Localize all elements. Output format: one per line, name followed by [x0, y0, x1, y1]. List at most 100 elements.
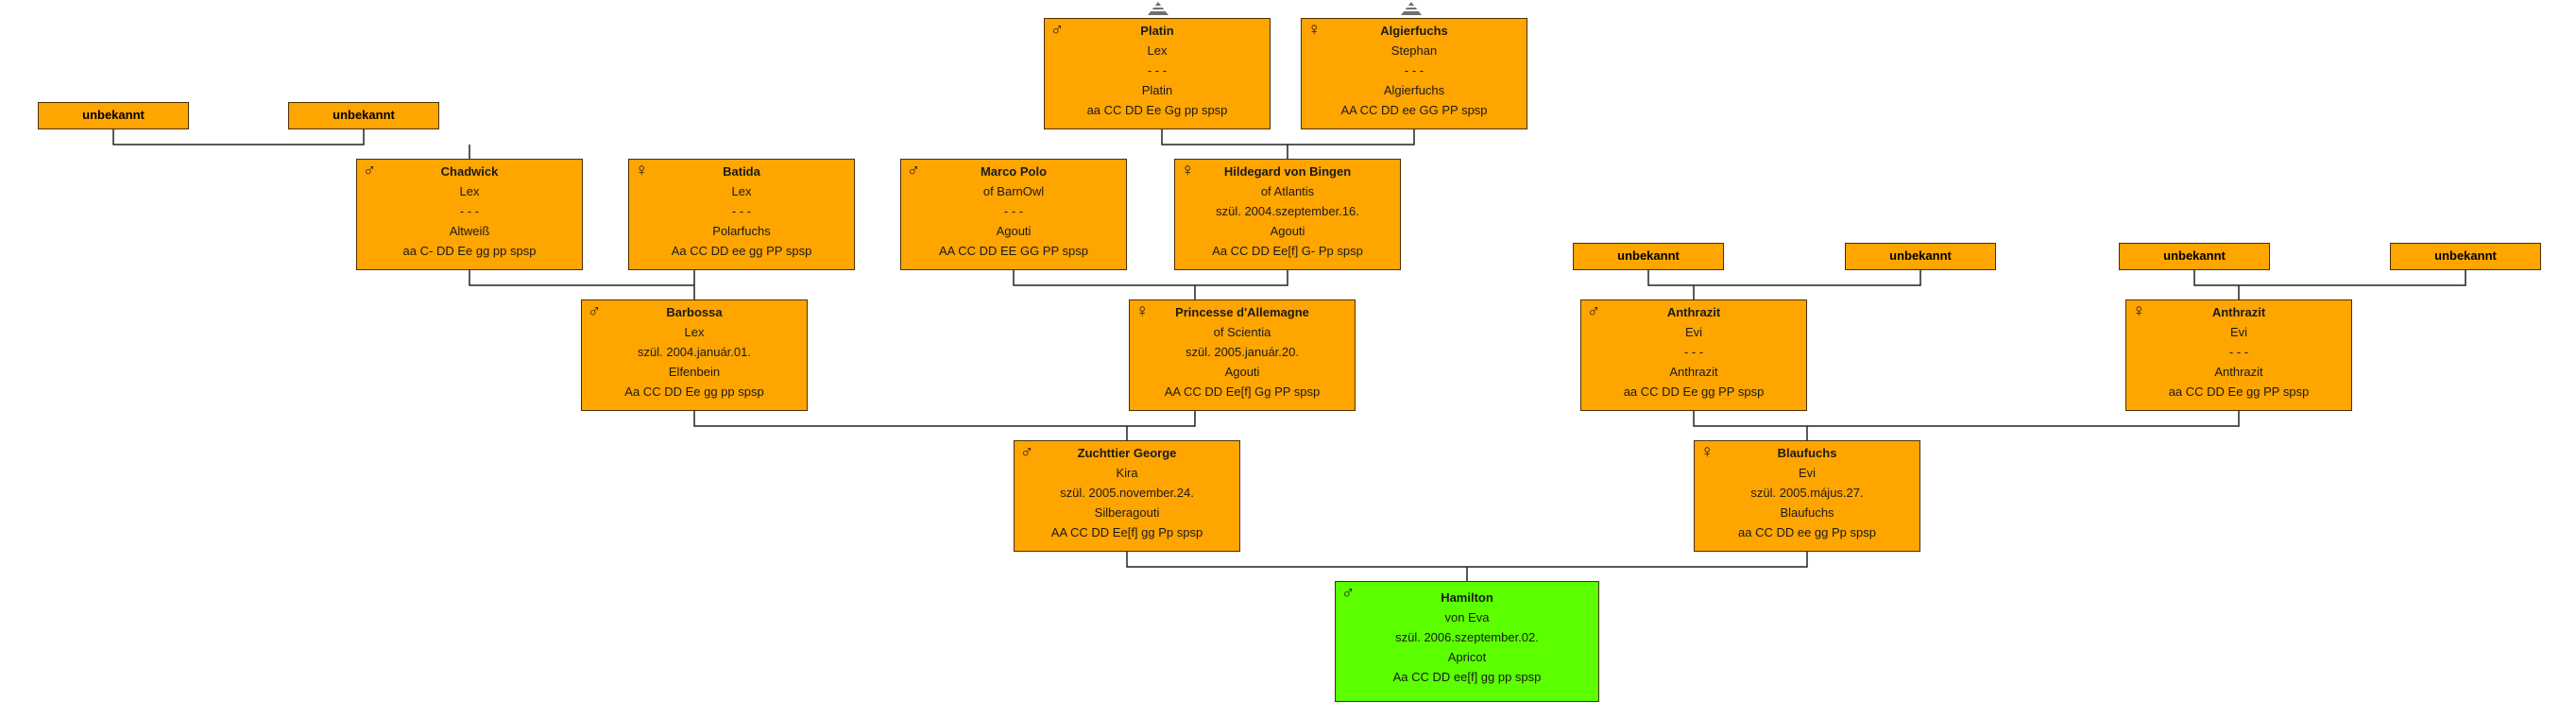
birth-date: szül. 2005.május.27.	[1750, 486, 1864, 500]
male-icon: ♂	[588, 301, 602, 321]
genotype: aa C- DD Ee gg pp spsp	[402, 244, 537, 258]
birth-date: szül. 2004.január.01.	[638, 345, 751, 359]
color: Agouti	[996, 224, 1032, 238]
color: Altweiß	[449, 224, 490, 238]
male-icon: ♂	[1341, 583, 1356, 603]
unknown-ancestor[interactable]: unbekannt	[2390, 243, 2541, 270]
color: Agouti	[1224, 365, 1260, 379]
female-icon: ♀	[1307, 20, 1322, 40]
birth-date: szül. 2005.január.20.	[1186, 345, 1299, 359]
animal-name: Marco Polo	[980, 164, 1048, 179]
color: Blaufuchs	[1780, 505, 1834, 520]
female-icon: ♀	[1700, 442, 1714, 462]
animal-name: Chadwick	[440, 164, 499, 179]
pedigree-node-marco-polo[interactable]: ♂ Marco Polo of BarnOwl - - - Agouti AA …	[900, 159, 1127, 270]
pedigree-node-zuchttier-george[interactable]: ♂ Zuchttier George Kira szül. 2005.novem…	[1014, 440, 1240, 552]
female-icon: ♀	[1181, 161, 1195, 180]
breeder: of Atlantis	[1260, 184, 1315, 198]
male-icon: ♂	[1587, 301, 1601, 321]
breeder: Evi	[1684, 325, 1703, 339]
breeder: Lex	[731, 184, 752, 198]
color: Anthrazit	[1669, 365, 1718, 379]
animal-name: Hildegard von Bingen	[1223, 164, 1352, 179]
color: Anthrazit	[2214, 365, 2263, 379]
breeder: Lex	[1147, 43, 1168, 58]
pedigree-node-barbossa[interactable]: ♂ Barbossa Lex szül. 2004.január.01. Elf…	[581, 299, 808, 411]
animal-name: Algierfuchs	[1380, 24, 1448, 38]
birth-date: szül. 2004.szeptember.16.	[1216, 204, 1359, 218]
animal-name: Platin	[1140, 24, 1174, 38]
genotype: aa CC DD Ee gg PP spsp	[2168, 385, 2310, 399]
female-icon: ♀	[1135, 301, 1150, 321]
color: Silberagouti	[1094, 505, 1160, 520]
pedigree-node-hildegard[interactable]: ♀ Hildegard von Bingen of Atlantis szül.…	[1174, 159, 1401, 270]
pedigree-node-algierfuchs[interactable]: ♀ Algierfuchs Stephan - - - Algierfuchs …	[1301, 18, 1527, 129]
unknown-ancestor[interactable]: unbekannt	[1573, 243, 1724, 270]
pedigree-node-hamilton-selected[interactable]: ♂ Hamilton von Eva szül. 2006.szeptember…	[1335, 581, 1599, 702]
genotype: Aa CC DD ee gg PP spsp	[671, 244, 812, 258]
birth-date: - - -	[2228, 345, 2249, 359]
birth-date: - - -	[1404, 63, 1424, 77]
animal-name: Princesse d'Allemagne	[1175, 305, 1309, 319]
breeder: of BarnOwl	[982, 184, 1045, 198]
birth-date: - - -	[731, 204, 752, 218]
genotype: AA CC DD Ee[f] Gg PP spsp	[1164, 385, 1321, 399]
birth-date: szül. 2006.szeptember.02.	[1395, 630, 1539, 644]
breeder: of Scientia	[1213, 325, 1271, 339]
pedigree-node-princesse[interactable]: ♀ Princesse d'Allemagne of Scientia szül…	[1129, 299, 1356, 411]
birth-date: - - -	[1683, 345, 1704, 359]
genotype: AA CC DD Ee[f] gg Pp spsp	[1050, 525, 1203, 539]
genotype: AA CC DD EE GG PP spsp	[939, 244, 1088, 258]
pedigree-node-chadwick[interactable]: ♂ Chadwick Lex - - - Altweiß aa C- DD Ee…	[356, 159, 583, 270]
genotype: Aa CC DD Ee gg pp spsp	[624, 385, 764, 399]
breeder: Evi	[1798, 466, 1817, 480]
breeder: Evi	[2229, 325, 2248, 339]
female-icon: ♀	[635, 161, 649, 180]
genotype: Aa CC DD Ee[f] G- Pp spsp	[1212, 244, 1363, 258]
color: Polarfuchs	[712, 224, 771, 238]
birth-date: - - -	[459, 204, 480, 218]
color: Agouti	[1270, 224, 1305, 238]
animal-name: Barbossa	[666, 305, 723, 319]
breeder: Lex	[684, 325, 705, 339]
color: Platin	[1141, 83, 1173, 97]
unknown-ancestor[interactable]: unbekannt	[38, 102, 189, 129]
pedigree-node-blaufuchs[interactable]: ♀ Blaufuchs Evi szül. 2005.május.27. Bla…	[1694, 440, 1920, 552]
color: Elfenbein	[668, 365, 721, 379]
pedigree-node-batida[interactable]: ♀ Batida Lex - - - Polarfuchs Aa CC DD e…	[628, 159, 855, 270]
female-icon: ♀	[2132, 301, 2146, 321]
birth-date: szül. 2005.november.24.	[1060, 486, 1194, 500]
animal-name: Hamilton	[1441, 590, 1493, 605]
animal-name: Zuchttier George	[1077, 446, 1177, 460]
animal-name: Anthrazit	[1666, 305, 1721, 319]
unknown-ancestor[interactable]: unbekannt	[1845, 243, 1996, 270]
pedigree-node-anthrazit-male[interactable]: ♂ Anthrazit Evi - - - Anthrazit aa CC DD…	[1580, 299, 1807, 411]
expand-ancestors-icon[interactable]	[1401, 2, 1422, 15]
expand-ancestors-icon[interactable]	[1148, 2, 1169, 15]
genotype: Aa CC DD ee[f] gg pp spsp	[1392, 670, 1542, 684]
birth-date: - - -	[1147, 63, 1168, 77]
genotype: aa CC DD Ee Gg pp spsp	[1086, 103, 1228, 117]
breeder: Lex	[459, 184, 480, 198]
unknown-ancestor[interactable]: unbekannt	[2119, 243, 2270, 270]
male-icon: ♂	[1020, 442, 1034, 462]
unknown-ancestor[interactable]: unbekannt	[288, 102, 439, 129]
breeder: Kira	[1116, 466, 1138, 480]
animal-name: Batida	[723, 164, 760, 179]
male-icon: ♂	[363, 161, 377, 180]
pedigree-node-platin[interactable]: ♂ Platin Lex - - - Platin aa CC DD Ee Gg…	[1044, 18, 1271, 129]
genotype: aa CC DD ee gg Pp spsp	[1738, 525, 1876, 539]
color: Apricot	[1447, 650, 1487, 664]
male-icon: ♂	[907, 161, 921, 180]
genotype: aa CC DD Ee gg PP spsp	[1623, 385, 1765, 399]
animal-name: Blaufuchs	[1777, 446, 1837, 460]
breeder: Stephan	[1390, 43, 1438, 58]
male-icon: ♂	[1050, 20, 1065, 40]
breeder: von Eva	[1444, 610, 1490, 624]
birth-date: - - -	[1003, 204, 1024, 218]
color: Algierfuchs	[1383, 83, 1445, 97]
animal-name: Anthrazit	[2211, 305, 2266, 319]
genotype: AA CC DD ee GG PP spsp	[1340, 103, 1488, 117]
pedigree-node-anthrazit-female[interactable]: ♀ Anthrazit Evi - - - Anthrazit aa CC DD…	[2125, 299, 2352, 411]
